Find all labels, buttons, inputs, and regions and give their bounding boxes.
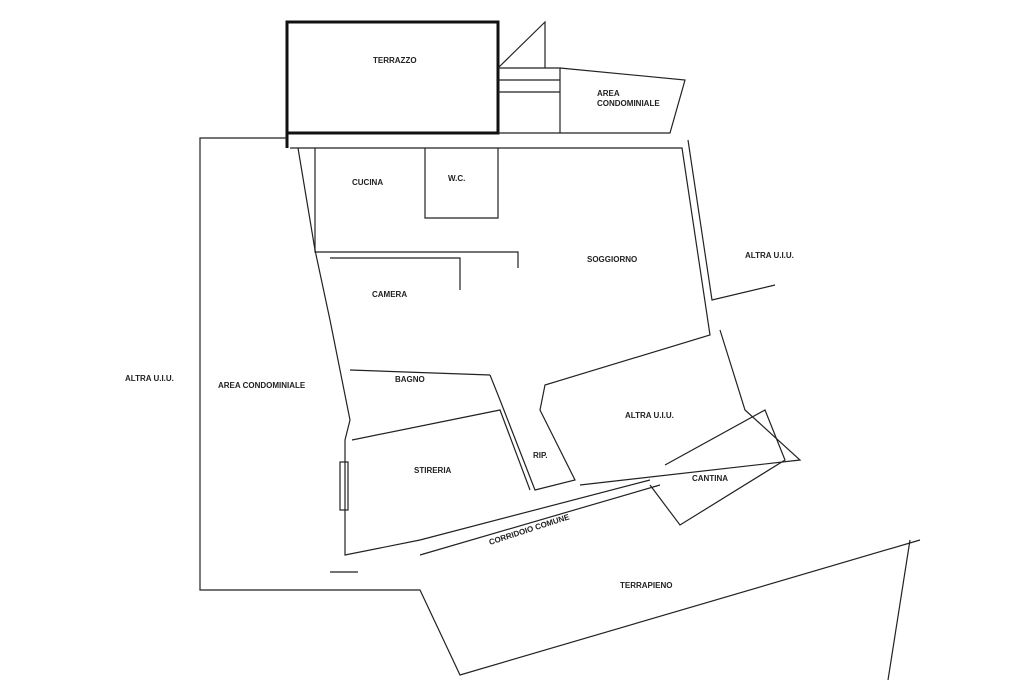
- label-terrazzo: TERRAZZO: [373, 56, 417, 65]
- label-soggiorno: SOGGIORNO: [587, 255, 637, 264]
- stireria-wall: [351, 409, 531, 491]
- label-stireria: STIRERIA: [414, 466, 452, 475]
- label-altra-uiu-right: ALTRA U.I.U.: [745, 251, 794, 260]
- condominial-area-top: [498, 67, 686, 134]
- label-wc: W.C.: [448, 174, 465, 183]
- terrace-outline: [285, 20, 500, 148]
- label-camera: CAMERA: [372, 290, 407, 299]
- corridoio-wall: [419, 484, 661, 556]
- cantina-wall: [649, 409, 786, 526]
- label-cantina: CANTINA: [692, 474, 728, 483]
- area-condominiale-boundary: [199, 137, 921, 676]
- label-bagno: BAGNO: [395, 375, 425, 384]
- label-area-condominiale-left: AREA CONDOMINIALE: [218, 381, 306, 390]
- camera-wall: [330, 257, 461, 290]
- altra-uiu-wall: [579, 329, 802, 486]
- label-area-top-2: CONDOMINIALE: [597, 99, 660, 108]
- window: [339, 461, 349, 511]
- label-rip: RIP.: [533, 451, 548, 460]
- outer-wall-left: [297, 147, 651, 556]
- room-labels: TERRAZZO AREA CONDOMINIALE CUCINA W.C. S…: [125, 56, 794, 590]
- stair-triangle: [497, 20, 546, 69]
- north-arrow-line: [887, 539, 911, 681]
- wc-wall: [424, 148, 499, 219]
- label-cucina: CUCINA: [352, 178, 383, 187]
- outer-wall-main: [290, 147, 711, 491]
- kitchen-wall: [314, 148, 519, 268]
- outer-wall-right: [687, 139, 776, 301]
- label-altra-uiu-center: ALTRA U.I.U.: [625, 411, 674, 420]
- bagno-wall: [349, 369, 491, 376]
- label-altra-uiu-left: ALTRA U.I.U.: [125, 374, 174, 383]
- stairs: [498, 67, 561, 133]
- walls: [199, 20, 921, 681]
- label-area-top-1: AREA: [597, 89, 620, 98]
- label-terrapieno: TERRAPIENO: [620, 581, 672, 590]
- label-corridoio-comune: CORRIDOIO COMUNE: [488, 512, 571, 547]
